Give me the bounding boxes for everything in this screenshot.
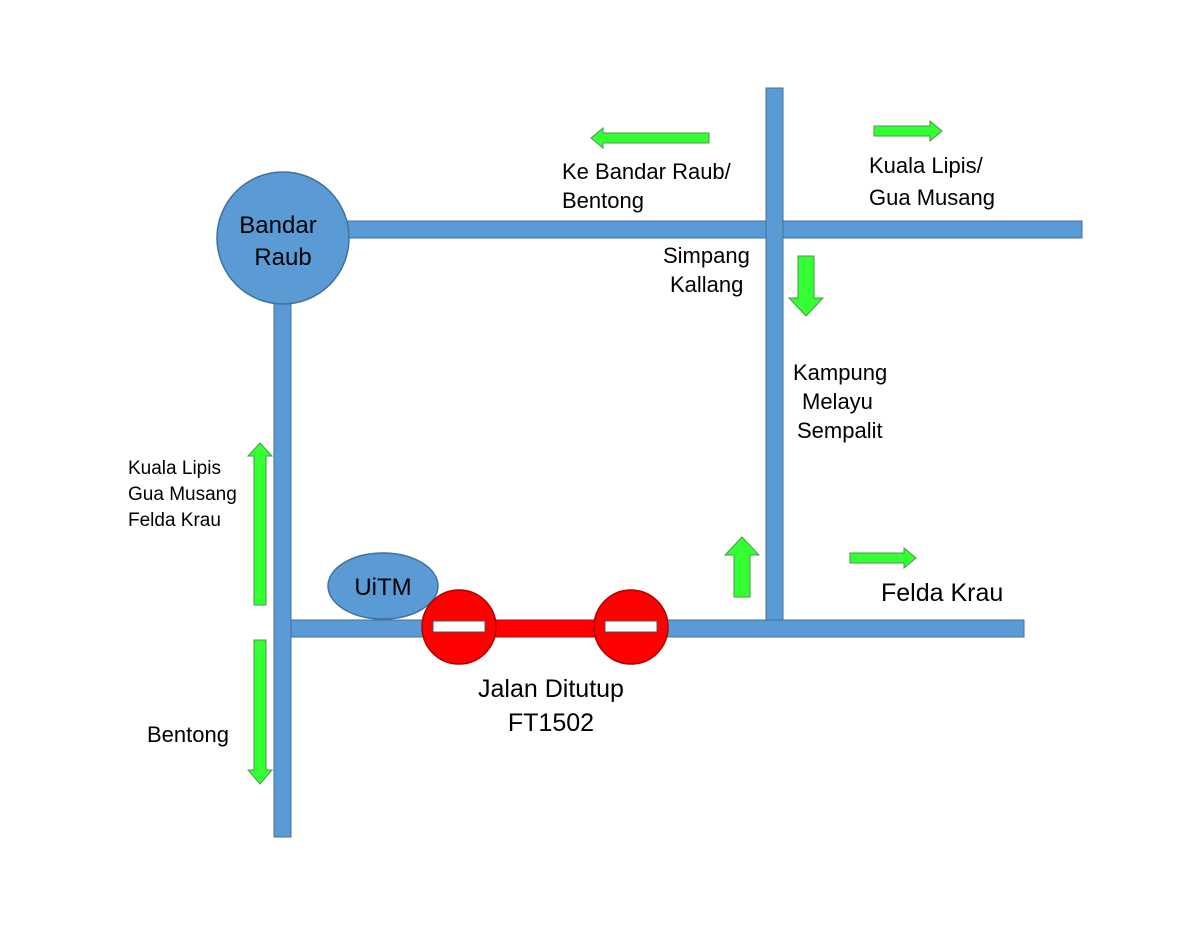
left-label-line3: Felda Krau [128, 510, 221, 531]
bandar-raub-label-line2: Raub [254, 244, 311, 271]
ke-bandar-raub-label-line2: Bentong [562, 188, 644, 213]
ke-bandar-raub-label-line1: Ke Bandar Raub/ [562, 159, 732, 184]
kampung-label-line1: Kampung [793, 360, 887, 385]
closed-road-label-line2: FT1502 [508, 709, 594, 737]
kuala-lipis-top-label-line2: Gua Musang [869, 185, 995, 210]
bandar-raub-circle [216, 171, 350, 305]
left-label-line1: Kuala Lipis [128, 458, 221, 479]
road-bottom-horizontal-west [290, 619, 432, 638]
kampung-label-line2: Melayu [802, 389, 873, 414]
no-entry-bar [432, 620, 486, 633]
closed-road-segment [485, 619, 607, 638]
arrow-down-icon [246, 639, 274, 785]
arrow-down-icon [787, 255, 825, 317]
arrow-left-icon [590, 126, 710, 150]
bandar-raub-marker: Bandar Raub [216, 171, 350, 305]
direction-arrows [246, 119, 943, 785]
uitm-ellipse [327, 552, 439, 620]
felda-krau-label: Felda Krau [881, 579, 1003, 607]
arrow-right-icon [873, 119, 943, 143]
simpang-kallang-label-line1: Simpang [663, 243, 750, 268]
arrow-right-icon [849, 546, 917, 570]
kampung-label-line3: Sempalit [797, 418, 883, 443]
roads [273, 87, 1083, 838]
place-labels: Ke Bandar Raub/ Bentong Kuala Lipis/ Gua… [128, 153, 1003, 747]
left-label-line2: Gua Musang [128, 484, 237, 505]
arrow-up-icon [246, 442, 274, 606]
no-entry-sign-west [421, 589, 497, 665]
road-left-vertical [273, 299, 292, 838]
uitm-marker: UiTM [327, 552, 439, 620]
no-entry-sign-east [593, 589, 669, 665]
kuala-lipis-top-label-line1: Kuala Lipis/ [869, 153, 984, 178]
bandar-raub-label-line1: Bandar [239, 212, 316, 239]
closed-road-label-line1: Jalan Ditutup [478, 675, 624, 703]
arrow-up-icon [723, 536, 761, 598]
simpang-kallang-label-line2: Kallang [670, 272, 743, 297]
road-top-horizontal [339, 220, 1083, 239]
uitm-label: UiTM [354, 574, 411, 601]
bentong-label: Bentong [147, 722, 229, 747]
no-entry-bar [604, 620, 658, 633]
road-simpang-vertical [765, 87, 784, 622]
road-bottom-horizontal-east [657, 619, 1025, 638]
